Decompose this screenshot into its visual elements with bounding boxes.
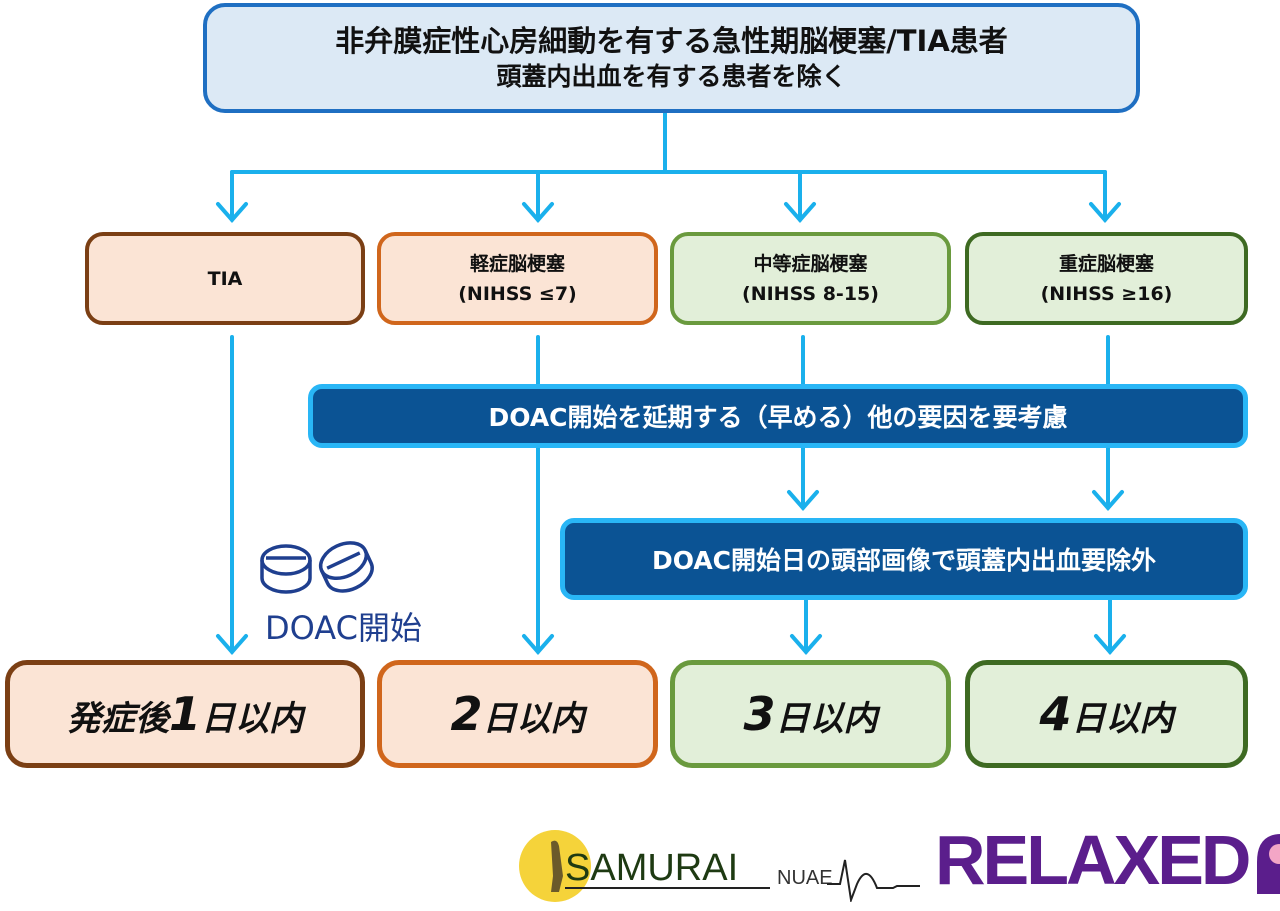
category-moderate: 中等症脳梗塞 (NIHSS 8-15) <box>670 232 951 325</box>
arrow <box>790 598 822 656</box>
result-prefix: 発症後 <box>66 699 169 739</box>
result-within-2-days: 2日以内 <box>377 660 658 768</box>
category-mild: 軽症脳梗塞 (NIHSS ≤7) <box>377 232 658 325</box>
consider-factors-bar: DOAC開始を延期する（早める）他の要因を要考慮 <box>308 384 1248 448</box>
category-nihss: (NIHSS 8-15) <box>742 282 879 305</box>
arrow <box>1089 170 1121 224</box>
category-nihss: (NIHSS ≤7) <box>458 282 577 305</box>
arrow <box>784 170 816 224</box>
category-label: 軽症脳梗塞 <box>469 252 565 275</box>
head-brain-icon <box>1257 834 1280 894</box>
result-days: 2 <box>450 687 483 741</box>
arrow <box>1094 598 1126 656</box>
arrow <box>216 170 248 224</box>
relaxed-logo: RELAXED <box>935 821 1280 902</box>
result-suffix: 日以内 <box>775 699 878 739</box>
result-days: 4 <box>1039 687 1072 741</box>
samurai-nuae-logo: SAMURAI NUAE <box>519 830 920 902</box>
nuae-text: NUAE <box>777 867 833 889</box>
category-tia: TIA <box>85 232 365 325</box>
result-suffix: 日以内 <box>1071 699 1174 739</box>
result-within-4-days: 4日以内 <box>965 660 1248 768</box>
result-within-1-day: 発症後1日以内 <box>5 660 365 768</box>
relaxed-text: RELAXED <box>935 821 1251 899</box>
arrow <box>1092 446 1124 512</box>
category-label: 重症脳梗塞 <box>1058 252 1154 275</box>
category-label: TIA <box>207 267 243 290</box>
exclude-hemorrhage-bar: DOAC開始日の頭部画像で頭蓋内出血要除外 <box>560 518 1248 600</box>
category-severe: 重症脳梗塞 (NIHSS ≥16) <box>965 232 1248 325</box>
pills-icon <box>260 541 374 594</box>
result-suffix: 日以内 <box>482 699 585 739</box>
doac-start-label: DOAC開始 <box>265 609 422 647</box>
arrow <box>787 446 819 512</box>
samurai-text: SAMURAI <box>565 847 738 889</box>
result-days: 3 <box>743 687 776 741</box>
result-days: 1 <box>168 687 201 741</box>
result-within-3-days: 3日以内 <box>670 660 951 768</box>
category-nihss: (NIHSS ≥16) <box>1040 282 1173 305</box>
patient-population-box: 非弁膜症性心房細動を有する急性期脳梗塞/TIA患者 頭蓋内出血を有する患者を除く <box>203 3 1140 113</box>
arrow <box>522 170 554 224</box>
arrow <box>216 335 248 656</box>
result-suffix: 日以内 <box>201 699 303 739</box>
population-title: 非弁膜症性心房細動を有する急性期脳梗塞/TIA患者 <box>335 24 1008 58</box>
population-exclusion: 頭蓋内出血を有する患者を除く <box>496 62 847 91</box>
arrow <box>522 446 554 656</box>
category-label: 中等症脳梗塞 <box>753 252 868 275</box>
